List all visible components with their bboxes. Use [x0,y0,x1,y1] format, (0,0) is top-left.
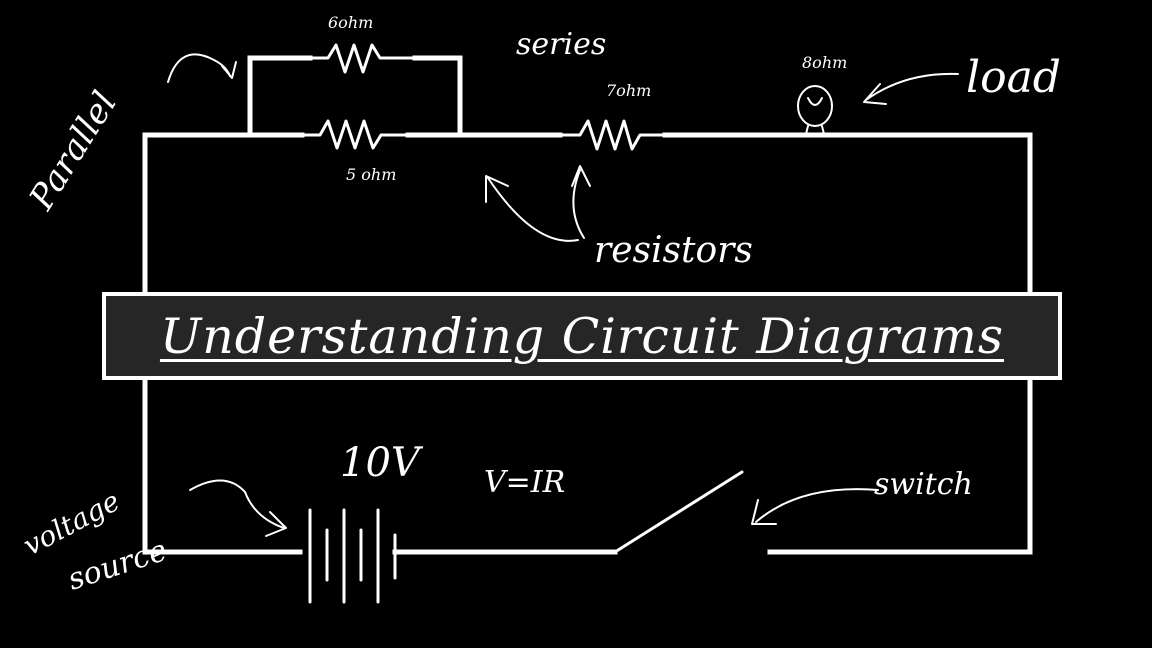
label-series: series [516,27,606,62]
label-resistors: resistors [594,230,753,271]
arrow-resistors-right-icon [571,165,591,239]
arrow-voltage-source-icon [189,479,287,537]
label-ohms-law: V=IR [484,465,565,500]
resistor-5ohm-icon [300,119,410,150]
arrow-parallel-icon [167,53,237,83]
arrow-load-icon [863,72,959,105]
label-switch: switch [874,467,973,502]
page-title: Understanding Circuit Diagrams [159,307,1005,365]
label-8ohm: 8ohm [802,53,847,72]
wire-left-top [142,132,253,555]
switch-icon [613,470,744,554]
parallel-network [247,43,463,150]
label-7ohm: 7ohm [606,81,651,100]
label-6ohm: 6ohm [328,13,373,32]
parallel-top-branch [247,55,313,138]
label-load: load [966,52,1061,103]
arrow-resistors-left-icon [485,175,579,242]
arrow-switch-icon [751,488,879,525]
label-5ohm: 5 ohm [346,165,396,184]
label-source: source [64,533,172,598]
resistor-7ohm-icon [558,119,667,151]
battery-icon [298,508,413,604]
resistor-6ohm-icon [308,43,417,74]
label-10v: 10V [340,440,424,486]
annotation-arrows [167,53,959,537]
label-parallel: Parallel [21,85,125,218]
parallel-top-branch-right [412,55,463,138]
title-banner: Understanding Circuit Diagrams [102,292,1062,380]
bulb-icon [777,85,873,138]
